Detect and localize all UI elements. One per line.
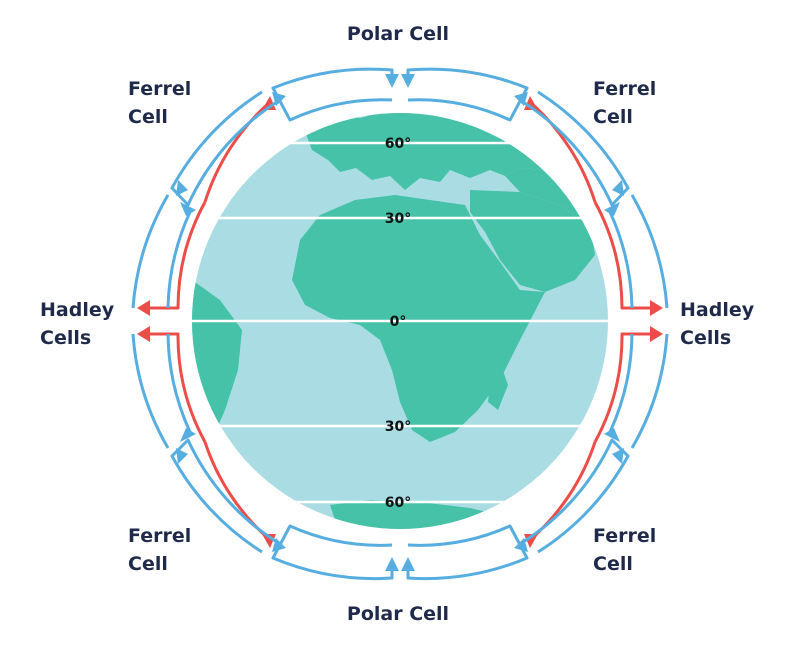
blue-hadley-right-upper-inner xyxy=(608,211,634,309)
label-hadley-left-line1: Hadley xyxy=(40,299,115,321)
cell-arrows-blue xyxy=(131,67,669,581)
blue-arrowhead-right-upper-2 xyxy=(612,180,624,196)
blue-arrowhead-ferrel-br xyxy=(514,538,528,552)
blue-polar-bottom-left xyxy=(271,524,394,581)
cell-labels: Polar Cell Polar Cell Ferrel Cell Ferrel… xyxy=(40,23,755,625)
blue-polar-top-right xyxy=(406,67,529,122)
blue-arrowheads xyxy=(176,74,624,571)
red-arc-bottom-right xyxy=(593,332,655,443)
blue-hadley-left-upper xyxy=(131,194,170,309)
blue-polar-top-left xyxy=(271,67,394,122)
blue-arrowhead-polar-bottom-left xyxy=(385,557,399,571)
antarctica-landmass xyxy=(330,500,500,529)
blue-arrowhead-polar-top-right xyxy=(401,74,415,88)
blue-arrowhead-left-lower-1 xyxy=(180,428,196,442)
label-ferrel-top-right-line1: Ferrel xyxy=(593,78,656,100)
label-hadley-right-line1: Hadley xyxy=(680,299,755,321)
blue-ferrel-top-left xyxy=(170,90,281,207)
label-ferrel-top-right-line2: Cell xyxy=(593,106,633,128)
label-ferrel-top-left-line2: Cell xyxy=(128,106,168,128)
red-arc-top-right-upper xyxy=(529,100,597,203)
red-arrowhead-right-upper xyxy=(650,300,663,316)
blue-ferrel-bottom-right xyxy=(519,438,630,554)
red-arrowhead-right-lower xyxy=(650,326,663,342)
arabia-landmass xyxy=(470,190,595,292)
northern-europe-landmass xyxy=(322,122,372,160)
red-arc-top-left xyxy=(145,201,207,310)
label-ferrel-bottom-left-line1: Ferrel xyxy=(128,525,191,547)
blue-arrowhead-ferrel-tl xyxy=(272,92,286,106)
label-hadley-left-line2: Cells xyxy=(40,327,91,349)
label-hadley-right-line2: Cells xyxy=(680,327,731,349)
blue-arrowhead-ferrel-tr xyxy=(514,92,528,106)
latitude-label-s30: 30° xyxy=(385,419,411,435)
blue-hadley-right-lower-inner xyxy=(608,333,634,433)
red-arrowhead-left-upper xyxy=(137,300,150,316)
latitude-label-equator: 0° xyxy=(390,314,407,330)
latitude-label-s60: 60° xyxy=(385,495,411,511)
blue-ferrel-top-right xyxy=(519,90,630,207)
label-ferrel-bottom-right-line1: Ferrel xyxy=(593,525,656,547)
blue-arrowhead-polar-top-left xyxy=(385,74,399,88)
blue-arrowhead-left-upper-2 xyxy=(176,180,188,196)
label-ferrel-bottom-left-line2: Cell xyxy=(128,553,168,575)
blue-hadley-right-upper xyxy=(630,194,669,309)
blue-hadley-left-lower-inner xyxy=(166,333,192,433)
red-arc-bottom-left xyxy=(145,332,207,443)
globe: 60° 30° 0° 30° 60° xyxy=(192,113,608,529)
label-ferrel-bottom-right-line2: Cell xyxy=(593,553,633,575)
latitude-lines xyxy=(192,141,608,504)
blue-arrowhead-left-upper-1 xyxy=(180,202,196,216)
blue-arrowhead-left-lower-2 xyxy=(176,448,188,464)
blue-hadley-right-lower xyxy=(630,333,669,449)
latitude-label-n30: 30° xyxy=(385,211,411,227)
blue-arrowhead-polar-bottom-right xyxy=(401,557,415,571)
blue-hadley-left-lower xyxy=(131,333,170,449)
latitude-label-n60: 60° xyxy=(385,136,411,152)
africa-landmass xyxy=(292,195,545,442)
label-polar-cell-top: Polar Cell xyxy=(347,23,449,45)
red-arc-top-right xyxy=(593,201,655,310)
label-polar-cell-bottom: Polar Cell xyxy=(347,603,449,625)
blue-arrowhead-right-lower-2 xyxy=(612,448,624,464)
red-arrowhead-left-lower xyxy=(137,326,150,342)
blue-polar-bottom-right xyxy=(406,524,529,581)
madagascar-landmass xyxy=(488,368,508,410)
blue-hadley-left-upper-inner xyxy=(166,211,192,309)
blue-arrowhead-right-lower-1 xyxy=(604,428,620,442)
blue-arrowhead-right-upper-1 xyxy=(604,202,620,216)
blue-ferrel-bottom-left xyxy=(170,438,281,554)
label-ferrel-top-left-line1: Ferrel xyxy=(128,78,191,100)
latitude-labels: 60° 30° 0° 30° 60° xyxy=(385,136,411,511)
blue-arrowhead-ferrel-bl xyxy=(272,538,286,552)
red-arc-top-left-upper xyxy=(203,100,271,203)
